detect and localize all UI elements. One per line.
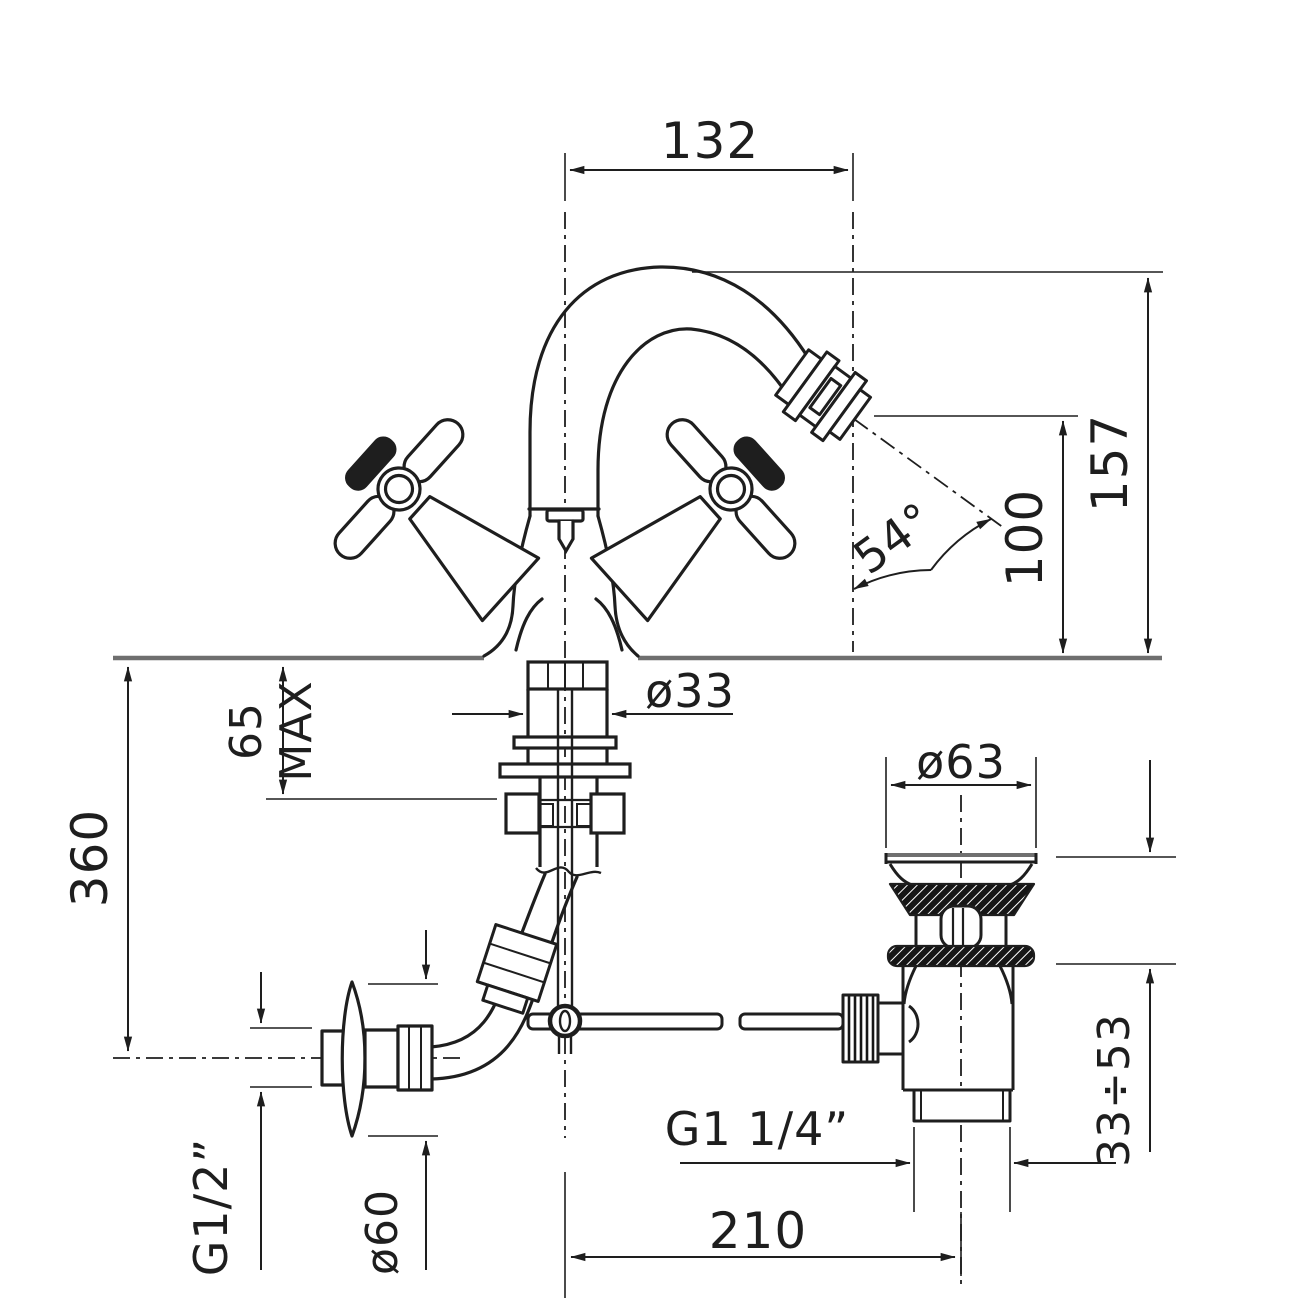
dim-label-spout-reach: 132 [661,112,759,170]
hose-union-nut [475,923,559,1015]
dim-height-spout-outlet [874,415,1078,654]
supply-hex-nut [396,1024,434,1092]
dim-label-waste-flange-diameter: ø63 [916,735,1006,789]
dim-waste-flange-diameter [885,757,1037,848]
clamp-lug-left [504,792,541,835]
spout-outer-curve [528,265,811,518]
aerator [774,348,873,443]
spout-inner-curve [596,327,791,518]
dim-supply-thread [250,972,312,1270]
dim-height-spout-top [692,271,1163,654]
dim-label-waste-thread: G1 1/4” [665,1102,849,1156]
link-rod-right [738,1012,845,1031]
tube-break [535,866,602,877]
backnut-block [526,660,609,691]
dim-label-supply-thread: G1/2” [184,1138,238,1277]
body-surface-line-left [514,597,544,652]
waste-knob-collar [876,1001,905,1056]
dim-spout-reach [564,153,854,201]
waste-pivot [939,904,983,950]
dim-label-depth-below-deck: 360 [61,809,119,907]
waste-cone-seal [888,882,1036,917]
dim-waste-offset [564,1172,962,1298]
clamp-lug-right [589,792,626,835]
dim-deck-thickness [266,666,497,800]
popup-waste [841,853,1038,1123]
supply-thread-cylinder [363,1028,400,1089]
dim-label-deck-thickness: 65 [221,702,272,760]
under-deck-shank [498,660,632,1013]
washer-lower [498,762,632,779]
washer-upper [512,735,618,750]
dim-label-waste-clamping-range: 33÷53 [1089,1013,1140,1167]
waste-knurled-knob [841,993,880,1064]
body-bell-left [482,514,532,658]
dim-label-escutcheon-diameter: ø60 [357,1189,408,1275]
dim-label-height-spout-top: 157 [1081,414,1139,512]
dim-escutcheon-diameter [368,930,438,1270]
dim-waste-thread [680,1127,1116,1212]
popup-linkage [526,1003,845,1054]
dim-spout-angle [853,518,992,590]
dim-label-deck-thickness-max: MAX [271,680,322,781]
body-surface-line-right [594,597,624,652]
dim-label-shank-diameter: ø33 [645,664,735,718]
supply-escutcheon [340,980,367,1138]
spray-angle-line [853,418,1005,529]
liftrod-knob [545,508,585,523]
wall-supply [320,980,434,1138]
dim-label-height-spout-outlet: 100 [996,489,1054,587]
waste-lower-seal [886,944,1036,968]
link-joint [547,1003,583,1039]
liftrod-tip [557,519,575,555]
waste-tailpipe [912,1088,1012,1123]
faucet-body [482,265,811,658]
dim-label-waste-offset: 210 [709,1202,807,1260]
dim-waste-clamping-range [1056,760,1176,1152]
body-bell-right [596,514,640,658]
